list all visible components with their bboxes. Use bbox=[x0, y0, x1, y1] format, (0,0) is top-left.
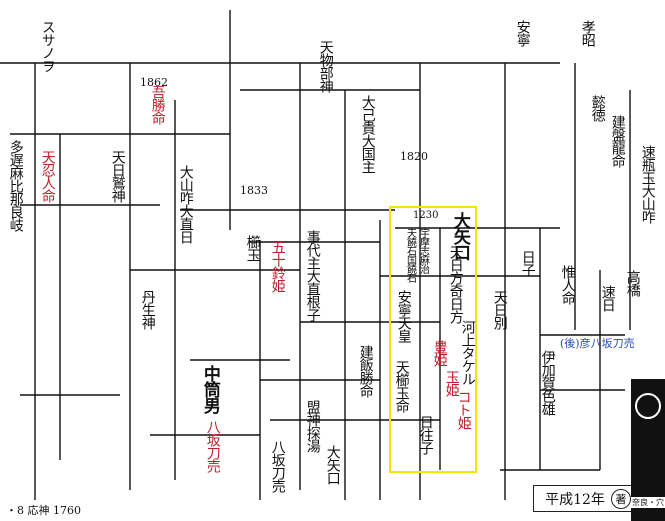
name-red-note-1: 天忍人命 bbox=[39, 150, 56, 202]
highlight-kotohime: コト姫 bbox=[455, 390, 472, 429]
year-label-1862: 1862 bbox=[140, 76, 168, 89]
name-korehito: 惟人命 bbox=[559, 265, 576, 304]
name-hiko: 日子 bbox=[519, 250, 536, 276]
highlight-anei-tenno: 安寧天皇 bbox=[395, 290, 412, 342]
name-ookuninushi: 大己貴大国主 bbox=[359, 95, 376, 173]
highlight-umashimaji: 宇摩志麻治 bbox=[417, 228, 429, 273]
year-label-1820: 1820 bbox=[400, 150, 428, 163]
highlight-tamahime: 玉姫 bbox=[443, 370, 460, 396]
name-nibu: 丹生神 bbox=[139, 290, 156, 329]
name-ooyamakui: 大山咋大直日 bbox=[177, 165, 194, 243]
name-nakatsutsuo: 中筒男 bbox=[199, 365, 220, 413]
name-tajima: 多遅麻比那良岐 bbox=[7, 140, 24, 231]
name-anei: 安寧 bbox=[514, 20, 531, 46]
name-yasaka: 八坂刀売 bbox=[269, 440, 286, 492]
highlight-kushitama: 天櫛玉命 bbox=[393, 360, 410, 412]
name-kukatachi: 盟神探湯 bbox=[304, 400, 321, 452]
name-haya-mikatama: 速瓶玉大山咋 bbox=[639, 145, 656, 223]
highlight-top-name: 大矢口 bbox=[449, 212, 470, 260]
name-red-note-3: 八坂刀売 bbox=[204, 420, 221, 472]
name-red-note-2: 吾勝命 bbox=[149, 85, 166, 124]
name-itoku: 懿徳 bbox=[589, 95, 606, 121]
name-ameno-mononobe: 天物部神 bbox=[317, 40, 334, 92]
name-tateiikatsu: 建飯勝命 bbox=[357, 345, 374, 397]
blue-annotation: (後)彦八坂刀売 bbox=[560, 337, 635, 350]
name-susanowo: スサノヲ bbox=[39, 20, 56, 72]
name-tateiwatatsu: 建盤龍命 bbox=[609, 115, 626, 167]
highlight-year: 1230 bbox=[413, 210, 439, 221]
author-stamp: 著 bbox=[610, 488, 631, 509]
name-kotoshironushi: 事代主大直根子 bbox=[304, 230, 321, 321]
era-text: 平成12年 bbox=[545, 491, 605, 508]
era-box: 平成12年 著 bbox=[533, 485, 643, 512]
crest-emblem-icon bbox=[635, 393, 661, 419]
name-hiwashi: 天日鷲神 bbox=[109, 150, 126, 202]
highlight-toyohime: 豊姫 bbox=[431, 340, 448, 366]
highlight-nigihayahi: 天饒石国饒石 bbox=[404, 228, 416, 282]
crest-label: 奈良・穴 bbox=[631, 497, 665, 508]
name-ame-hikata: 天日方奇日方 bbox=[447, 245, 464, 323]
name-naoneko: 大矢口 bbox=[324, 445, 341, 484]
name-amenohiwake: 天日別 bbox=[491, 290, 508, 329]
highlight-kawakami-takeru: 河上タケル bbox=[459, 320, 476, 385]
bottom-left-note: ・8 応神 1760 bbox=[6, 504, 81, 517]
name-takahashi: 高橋 bbox=[624, 270, 641, 296]
name-ikagashikoo: 伊加賀色雄 bbox=[539, 350, 556, 415]
name-hayahi: 速日 bbox=[599, 285, 616, 311]
name-kushitama: 櫛玉 bbox=[244, 235, 261, 261]
name-isuzu: 五十鈴姫 bbox=[269, 240, 286, 292]
name-kosho: 孝昭 bbox=[579, 20, 596, 46]
highlight-box bbox=[389, 206, 477, 473]
highlight-hiyukiko: 日往子 bbox=[417, 415, 434, 454]
year-label-1833: 1833 bbox=[240, 184, 268, 197]
